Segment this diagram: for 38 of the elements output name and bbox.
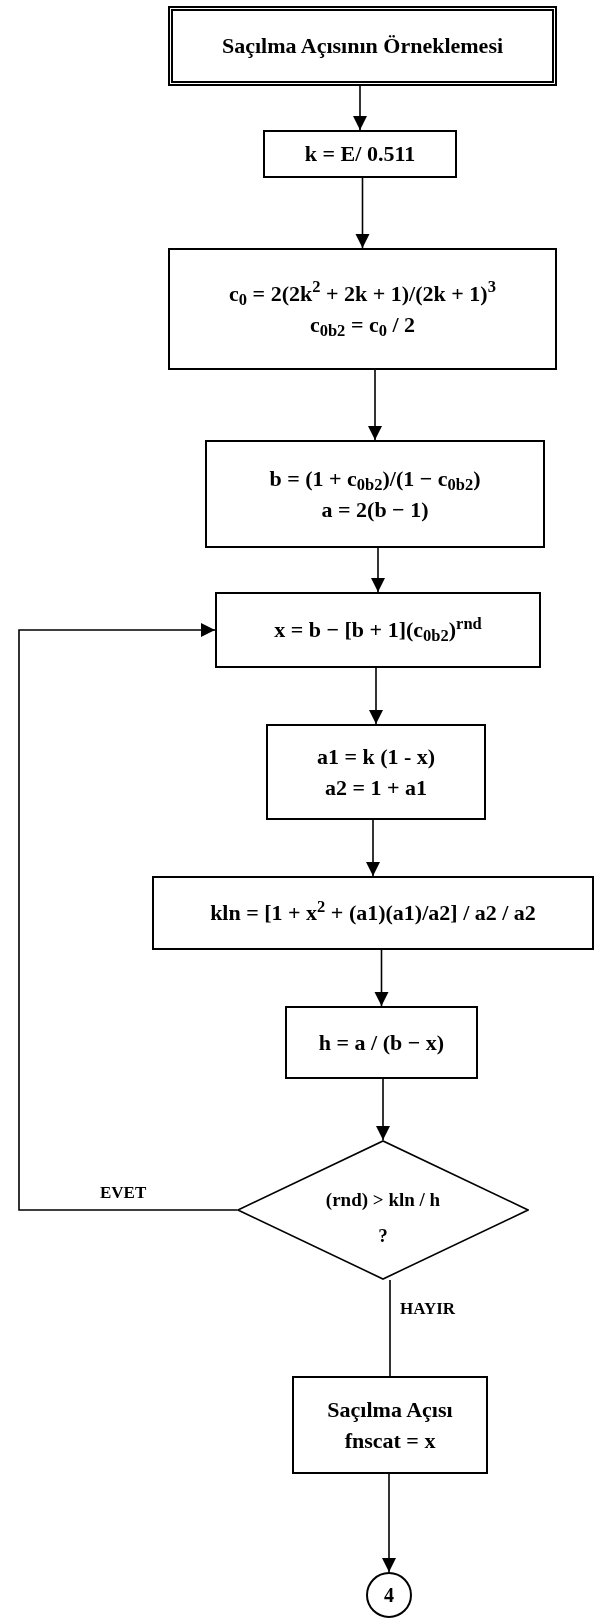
process-box <box>263 130 457 178</box>
arrow <box>18 622 238 1211</box>
arrow <box>375 1078 391 1141</box>
formula-text: ? <box>378 1224 388 1248</box>
formula-text: a = 2(b − 1) <box>321 496 429 524</box>
formula-text: a1 = k (1 - x) <box>316 742 436 770</box>
title-box <box>168 6 557 86</box>
arrow <box>352 85 368 131</box>
edge-label: EVET <box>98 1184 149 1201</box>
formula-text: k = E/ 0.511 <box>304 140 416 168</box>
process-box <box>152 876 594 950</box>
title-text: Saçılma Açısının Örneklemesi <box>221 32 504 60</box>
formula-text: b = (1 + c$_{0b2}$)/(1 − c$_{0b2}$) <box>269 464 481 492</box>
formula-text: a2 = 1 + a1 <box>324 774 428 802</box>
formula-text: kln = [1 + x$^{2}$ + (a1)(a1)/a2] / a2 / a2 <box>210 899 536 927</box>
formula-text: c$_{0b2}$ = c$_{0}$ / 2 <box>309 311 416 339</box>
formula-text: h = a / (b − x) <box>318 1028 445 1057</box>
arrow <box>365 819 381 877</box>
edge-label: HAYIR <box>398 1300 458 1317</box>
formula-text: x = b − [b + 1](c$_{0b2}$)$^{rnd}$ <box>274 616 482 644</box>
decision-diamond <box>237 1140 529 1280</box>
formula-text: (rnd) > kln / h <box>325 1188 441 1212</box>
arrow <box>368 667 384 725</box>
process-box <box>292 1376 488 1474</box>
arrow <box>355 177 370 249</box>
formula-text: c$_{0}$ = 2(2k$^{2}$ + 2k + 1)/(2k + 1)$^{3}$ <box>229 279 496 307</box>
process-box <box>168 248 557 370</box>
formula-text: Saçılma Açısı <box>327 1395 453 1423</box>
process-box <box>205 440 545 548</box>
arrow <box>370 547 386 593</box>
formula-text: fnscat = x <box>344 1427 436 1455</box>
process-box <box>215 592 541 668</box>
arrow <box>374 949 389 1007</box>
process-box <box>266 724 486 820</box>
process-box <box>285 1006 478 1079</box>
arrow <box>367 369 383 441</box>
formula-text: 4 <box>384 1582 394 1608</box>
arrow <box>381 1473 397 1573</box>
